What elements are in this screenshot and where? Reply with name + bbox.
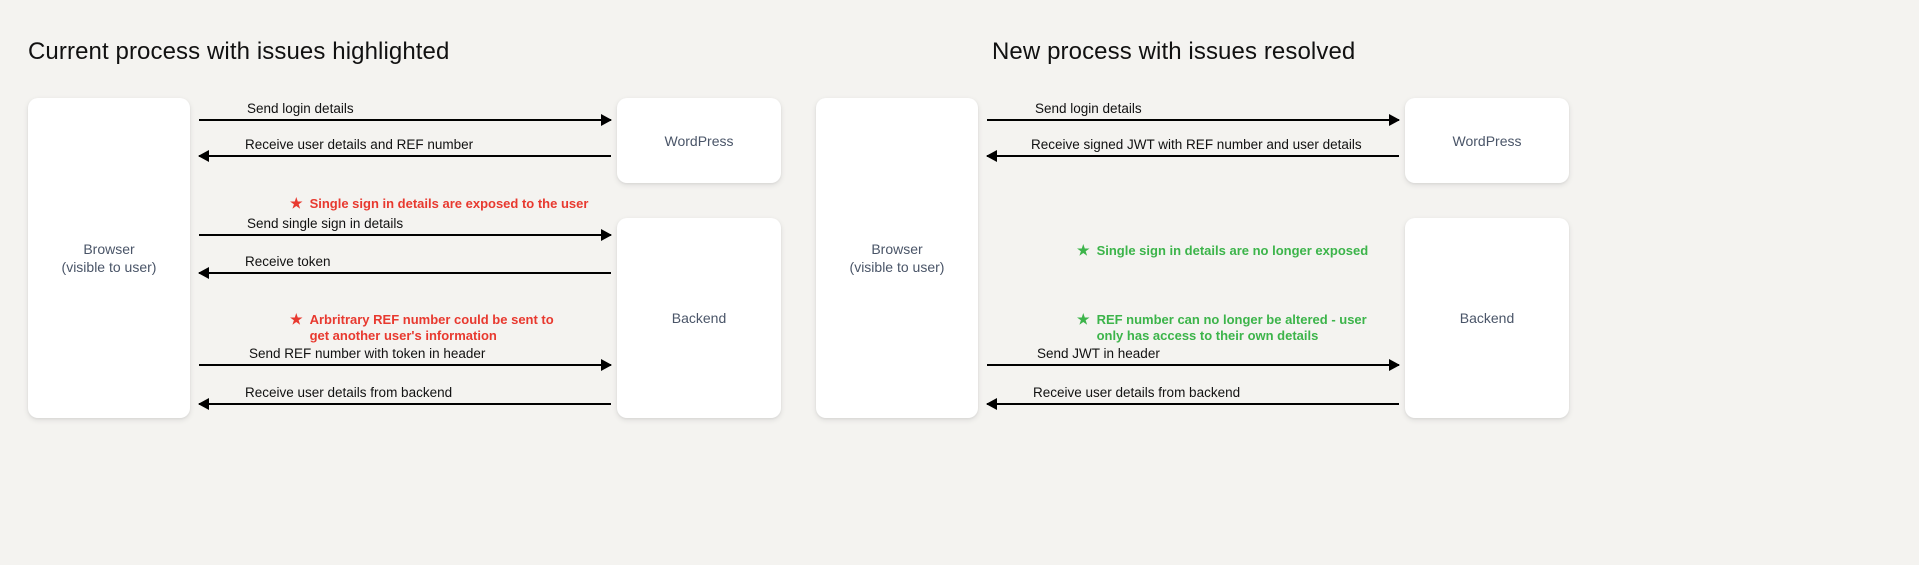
arrow-send-login-details: Send login details (987, 101, 1400, 126)
node-browser-label: Browser (visible to user) (849, 241, 945, 275)
arrow-label: Send login details (1035, 101, 1142, 116)
node-wordpress-label: WordPress (1452, 132, 1522, 149)
star-icon: ★ (290, 311, 303, 327)
node-backend-label: Backend (671, 310, 727, 326)
node-wordpress-new: WordPress (1405, 98, 1569, 183)
node-backend-current: Backend (617, 218, 781, 418)
annotation-sso-exposed: ★ Single sign in details are exposed to … (290, 195, 589, 212)
arrow-head-left-icon (198, 150, 209, 162)
node-browser-label: Browser (visible to user) (61, 241, 157, 275)
arrow-receive-user-details-backend: Receive user details from backend (986, 385, 1399, 410)
node-wordpress-label: WordPress (664, 132, 734, 149)
annotation-text: REF number can no longer be altered - us… (1096, 312, 1367, 343)
node-browser-new: Browser (visible to user) (816, 98, 978, 418)
arrow-label: Receive signed JWT with REF number and u… (1031, 137, 1362, 152)
star-icon: ★ (1077, 311, 1090, 327)
arrow-send-jwt-in-header: Send JWT in header (987, 346, 1400, 371)
arrow-head-right-icon (1389, 114, 1400, 126)
arrow-label: Send JWT in header (1037, 346, 1160, 361)
annotation-arbitrary-ref-number: ★ Arbritrary REF number could be sent to… (290, 311, 554, 343)
arrow-receive-signed-jwt: Receive signed JWT with REF number and u… (986, 137, 1399, 162)
arrow-head-right-icon (601, 359, 612, 371)
annotation-sso-no-longer-exposed: ★ Single sign in details are no longer e… (1077, 242, 1369, 259)
arrow-label: Receive user details from backend (245, 385, 453, 400)
star-icon: ★ (290, 195, 303, 211)
arrow-label: Send REF number with token in header (249, 346, 486, 361)
arrow-head-left-icon (198, 267, 209, 279)
arrow-receive-user-details-backend: Receive user details from backend (198, 385, 611, 410)
star-icon: ★ (1077, 242, 1090, 258)
panel-title-current: Current process with issues highlighted (28, 38, 450, 65)
node-backend-label: Backend (1459, 310, 1515, 326)
panel-title-new: New process with issues resolved (992, 38, 1356, 65)
arrow-label: Receive user details and REF number (245, 137, 474, 152)
arrow-receive-token: Receive token (198, 254, 611, 279)
node-browser-current: Browser (visible to user) (28, 98, 190, 418)
arrow-head-left-icon (198, 398, 209, 410)
annotation-text: Single sign in details are exposed to th… (309, 196, 589, 211)
arrow-send-ref-number-token-header: Send REF number with token in header (199, 346, 612, 371)
arrow-label: Receive token (245, 254, 331, 269)
annotation-text: Single sign in details are no longer exp… (1096, 243, 1369, 258)
arrow-head-left-icon (986, 398, 997, 410)
arrow-send-login-details: Send login details (199, 101, 612, 126)
panel-new-process: New process with issues resolved Browser… (816, 0, 1919, 565)
arrow-label: Receive user details from backend (1033, 385, 1241, 400)
arrow-head-right-icon (601, 229, 612, 241)
arrow-send-single-sign-in-details: Send single sign in details (199, 216, 612, 241)
annotation-text: Arbritrary REF number could be sent to g… (309, 312, 554, 343)
node-backend-new: Backend (1405, 218, 1569, 418)
arrow-label: Send single sign in details (247, 216, 404, 231)
arrow-label: Send login details (247, 101, 354, 116)
arrow-receive-user-details-ref: Receive user details and REF number (198, 137, 611, 162)
annotation-ref-number-secured: ★ REF number can no longer be altered - … (1077, 311, 1367, 343)
arrow-head-right-icon (1389, 359, 1400, 371)
arrow-head-right-icon (601, 114, 612, 126)
node-wordpress-current: WordPress (617, 98, 781, 183)
arrow-head-left-icon (986, 150, 997, 162)
panel-current-process: Current process with issues highlighted … (28, 38, 781, 418)
